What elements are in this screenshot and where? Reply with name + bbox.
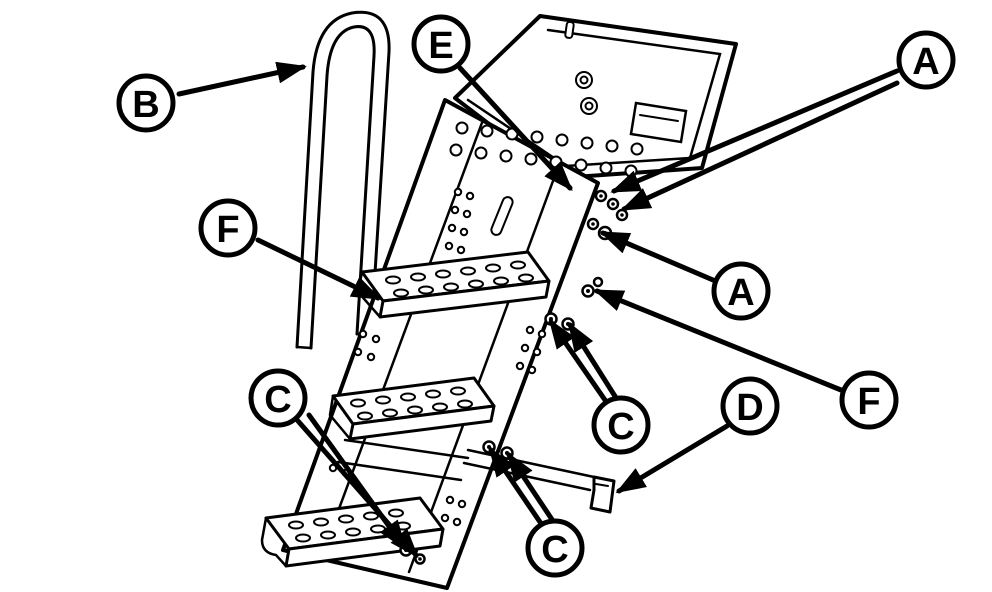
callout-circle — [711, 261, 771, 321]
callout-c-mid: C — [591, 395, 651, 455]
arrow-e — [457, 65, 573, 191]
step-2 — [328, 376, 496, 441]
callout-circle — [248, 368, 308, 428]
callouts: B E A A F F C C — [116, 14, 956, 578]
arrow-f-left — [255, 237, 382, 301]
callout-letter: F — [857, 381, 880, 423]
callout-letter: D — [736, 387, 763, 429]
cross-brace — [336, 460, 463, 482]
arrow-c-bottom-1 — [488, 446, 543, 525]
callout-circle — [839, 370, 899, 430]
right-rail-inner-edge — [407, 160, 562, 574]
callout-letter: C — [607, 406, 634, 448]
cross-brace — [343, 438, 470, 460]
bin-slot — [564, 20, 575, 39]
callout-circle — [591, 395, 651, 455]
callout-c-left: C — [248, 368, 308, 428]
callout-circle — [116, 73, 176, 133]
callout-letter: A — [727, 272, 754, 314]
callout-a-top: A — [896, 30, 956, 90]
ladder-assembly-drawing — [260, 10, 738, 590]
callout-circle — [525, 518, 585, 578]
frame-slot — [490, 196, 514, 236]
frame-holes — [328, 187, 547, 527]
callout-circle — [720, 376, 780, 436]
callout-letter: C — [264, 379, 291, 421]
callout-c-bottom: C — [525, 518, 585, 578]
callout-e: E — [411, 14, 471, 74]
callout-circle — [411, 14, 471, 74]
arrow-a-top-1 — [610, 68, 900, 194]
arrow-c-bottom-2 — [506, 451, 556, 524]
callout-f-right: F — [839, 370, 899, 430]
callout-circle — [896, 30, 956, 90]
arrow-c-left-2 — [306, 412, 407, 551]
arrow-c-mid-2 — [567, 321, 621, 404]
callout-b: B — [116, 73, 176, 133]
arrow-a-top-2 — [620, 80, 900, 212]
callout-a-mid: A — [711, 261, 771, 321]
callout-f-left: F — [198, 198, 258, 258]
bin-latch — [629, 101, 688, 144]
arrow-a-mid — [599, 230, 716, 283]
callout-letter: E — [428, 25, 453, 67]
arrow-b — [176, 61, 307, 97]
callout-arrows — [176, 61, 900, 559]
step-1 — [356, 250, 551, 319]
callout-letter: B — [132, 84, 159, 126]
callout-d: D — [720, 376, 780, 436]
arrow-f-right — [593, 288, 844, 393]
arrow-c-mid-1 — [548, 318, 608, 403]
callout-circle — [198, 198, 258, 258]
callout-letter: A — [912, 41, 939, 83]
callout-letter: C — [541, 529, 568, 571]
arrow-d — [615, 423, 730, 494]
callout-letter: F — [216, 209, 239, 251]
